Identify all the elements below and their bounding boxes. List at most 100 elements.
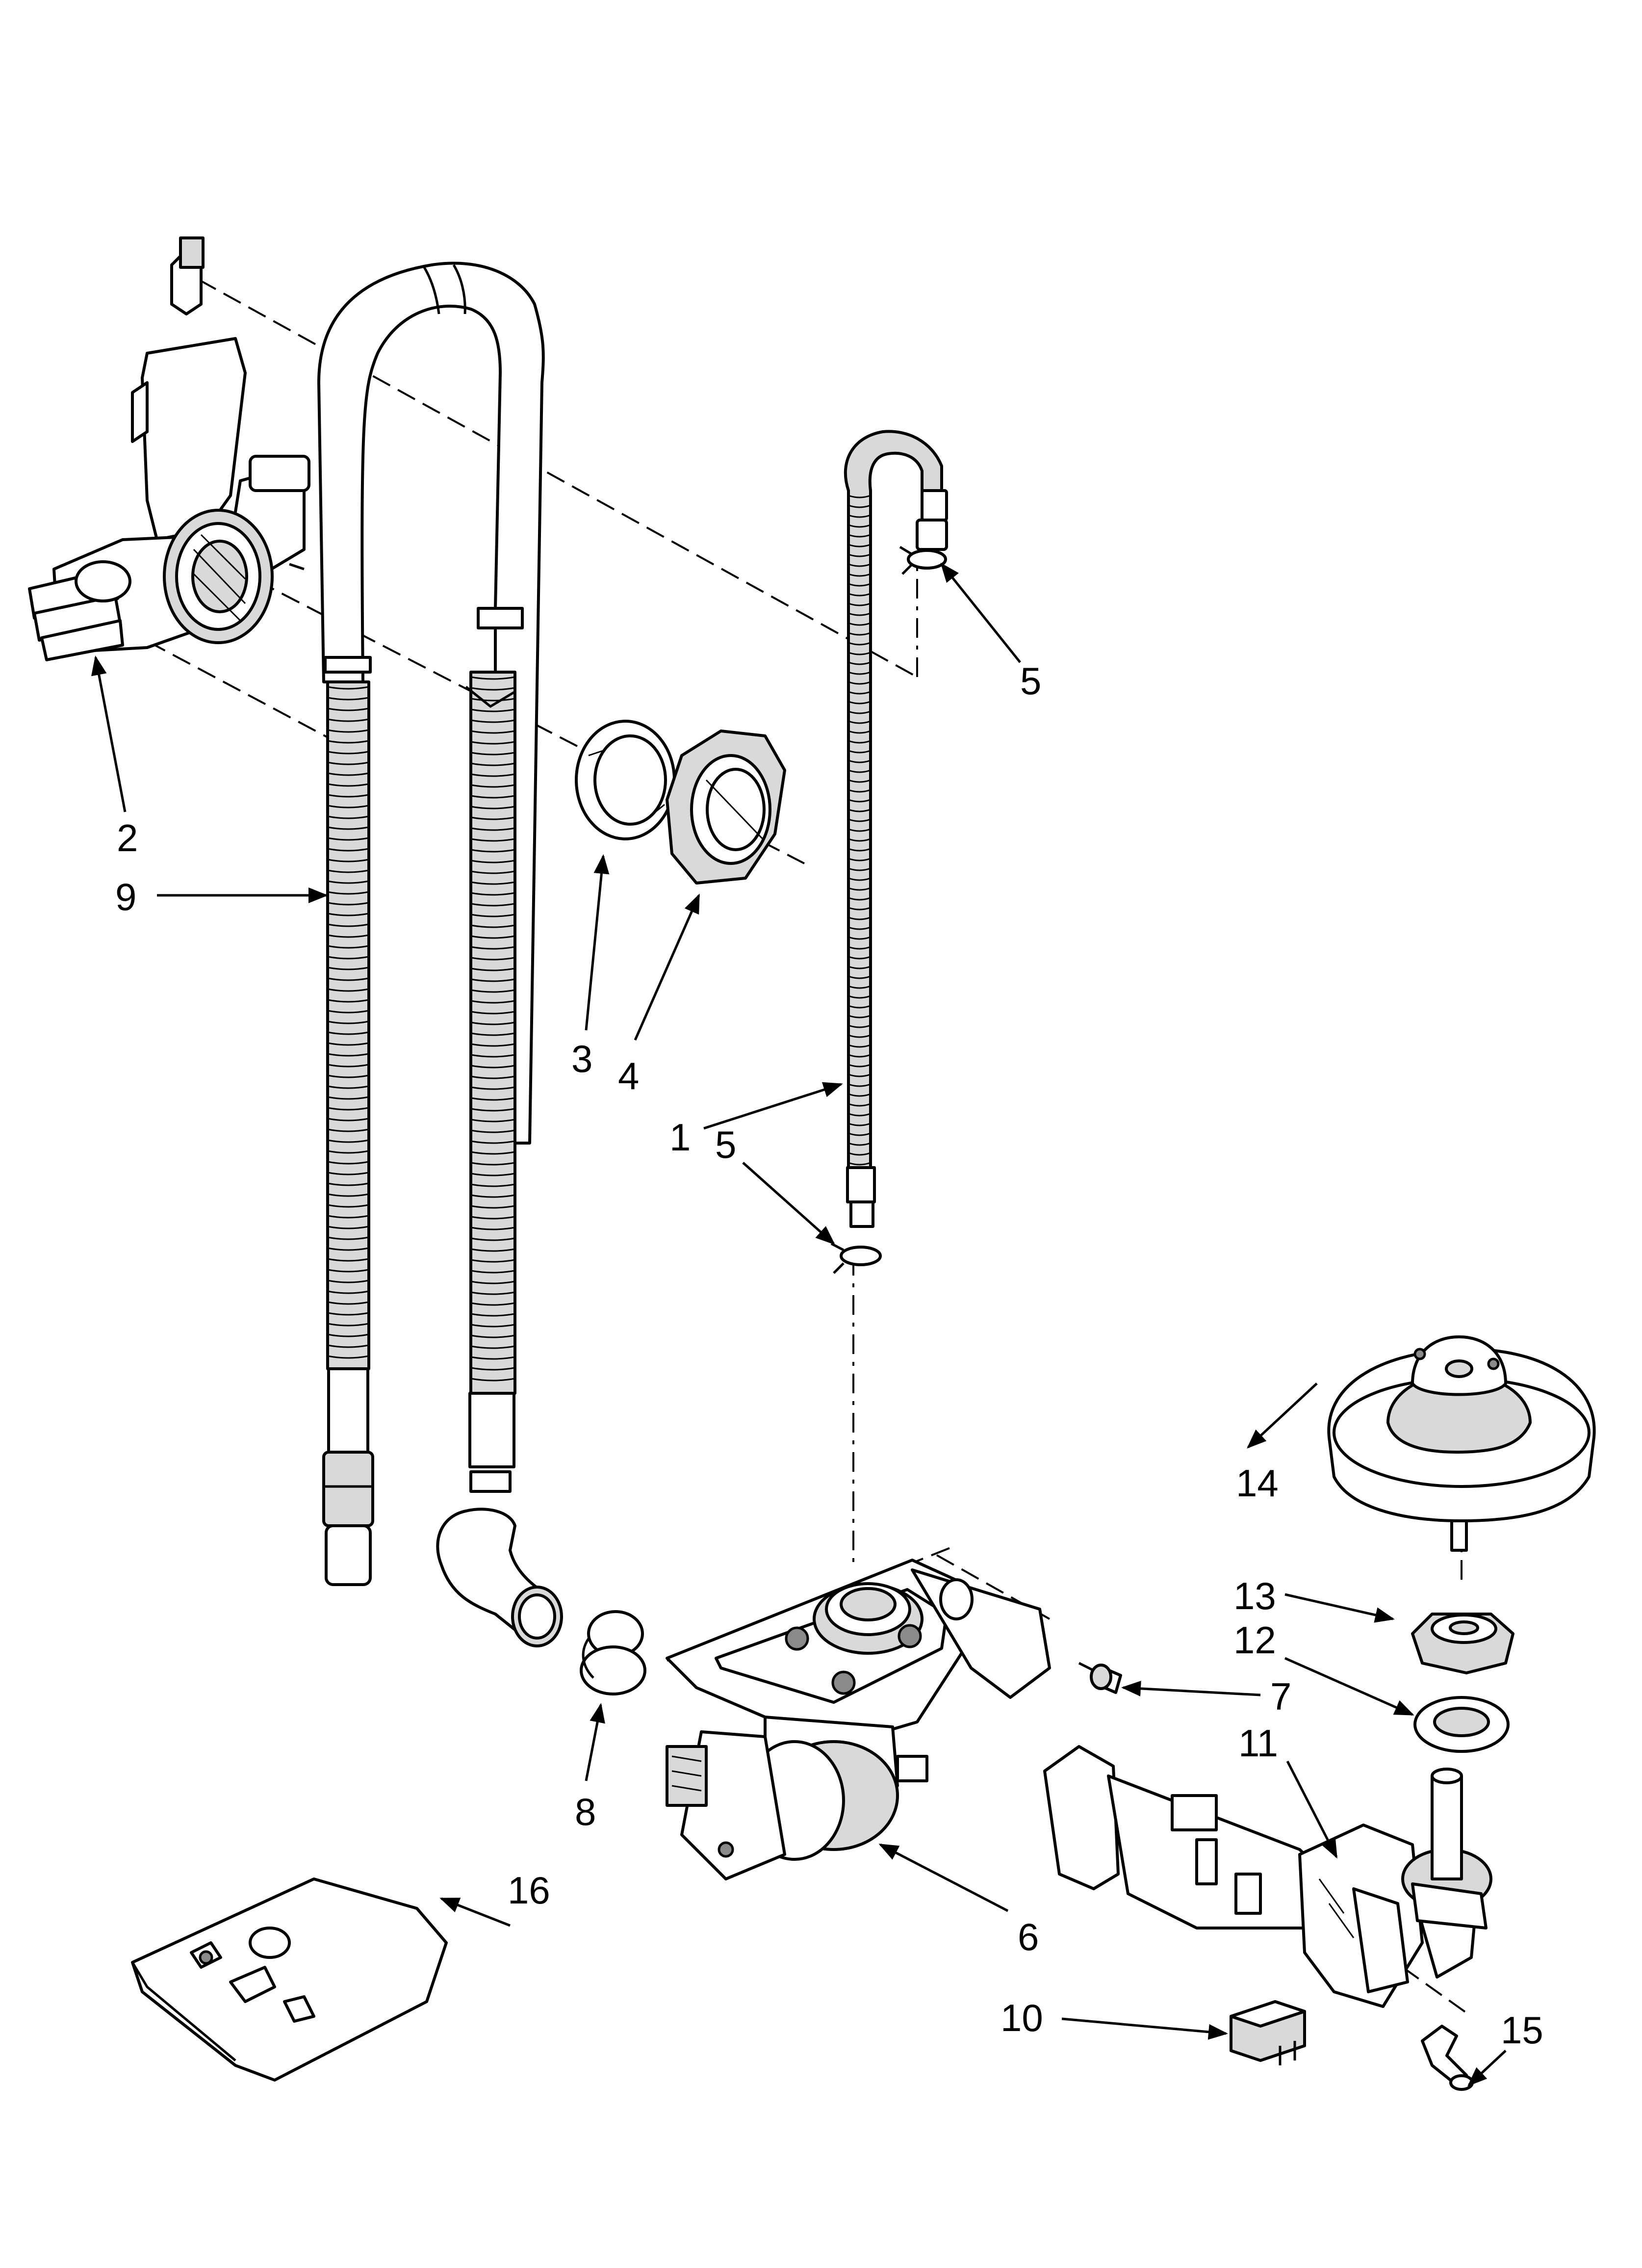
hose-rib [470, 881, 515, 885]
hose-rib [470, 762, 515, 766]
hose-rib [470, 1000, 515, 1004]
hose-rib [327, 740, 369, 744]
hose-rib [848, 553, 871, 557]
hose-rib [327, 977, 369, 981]
hose-rib [848, 1083, 871, 1087]
hose-rib [327, 783, 369, 787]
hose-rib [848, 681, 871, 685]
hose-rib [327, 1323, 369, 1327]
hose-rib [470, 1129, 515, 1133]
hose-rib [470, 870, 515, 874]
hose-rib [327, 869, 369, 873]
hose-rib [327, 697, 369, 701]
hose-rib [848, 691, 871, 695]
hose-rib [848, 652, 871, 655]
hose-rib [470, 719, 515, 723]
hose-rib [470, 1216, 515, 1220]
callout-2: 2 [117, 816, 138, 860]
hose-rib [848, 1005, 871, 1009]
callout-16: 16 [508, 1869, 550, 1912]
hose-rib [470, 1205, 515, 1209]
hose-rib [848, 730, 871, 734]
hose-rib [848, 1103, 871, 1107]
callout-7: 7 [1270, 1675, 1291, 1718]
hose-rib [848, 612, 871, 616]
clip-part [1421, 2025, 1474, 2091]
hardware-bag-part [131, 1877, 448, 2082]
hose-rib [470, 989, 515, 993]
hose-rib [327, 1161, 369, 1165]
hose-rib [848, 514, 871, 518]
hose-rib [470, 935, 515, 939]
hose-rib [848, 1064, 871, 1068]
callout-1: 1 [669, 1116, 691, 1159]
float-washer-part [1413, 1696, 1510, 1753]
hose-rib [848, 828, 871, 832]
hose-rib [848, 1152, 871, 1156]
hose-rib [848, 1034, 871, 1038]
hose-rib [470, 1270, 515, 1274]
hose-rib [470, 838, 515, 842]
hose-rib [470, 784, 515, 788]
hose-rib [327, 1247, 369, 1251]
float-nut-part [1411, 1613, 1514, 1674]
hose-rib [470, 773, 515, 777]
hose-rib [848, 887, 871, 891]
hose-rib [848, 769, 871, 773]
hose-rib [327, 912, 369, 916]
hose-rib [470, 1291, 515, 1295]
hose-rib [327, 1344, 369, 1348]
hose-rib [327, 1053, 369, 1057]
hose-rib [327, 761, 369, 765]
hose-rib [848, 1054, 871, 1058]
callout-14: 14 [1236, 1461, 1279, 1505]
hose-rib [470, 827, 515, 831]
hose-rib [327, 826, 369, 830]
hose-rib [327, 686, 369, 690]
hose-rib [470, 946, 515, 950]
hose-rib [470, 806, 515, 809]
hose-rib [470, 860, 515, 863]
hose-rib [470, 924, 515, 928]
hose-rib [327, 1312, 369, 1316]
hose-rib [848, 838, 871, 842]
hose-rib [470, 892, 515, 896]
hose-rib [470, 1194, 515, 1198]
hose-rib [470, 913, 515, 917]
callout-3: 3 [571, 1037, 592, 1080]
hose-rib [848, 907, 871, 911]
hose-rib [327, 1139, 369, 1143]
hose-rib [470, 1119, 515, 1122]
hose-rib [470, 1108, 515, 1112]
hose-rib [848, 583, 871, 587]
hose-rib [327, 966, 369, 970]
hose-rib [848, 1093, 871, 1097]
hose-rib [848, 956, 871, 960]
hose-rib [327, 1150, 369, 1154]
hose-rib [848, 1113, 871, 1117]
hose-rib [848, 1162, 871, 1166]
hose-rib [848, 593, 871, 597]
callout-9: 9 [115, 875, 136, 918]
hose-rib [327, 999, 369, 1003]
hose-rib [470, 1280, 515, 1284]
hose-rib [848, 701, 871, 704]
hose-rib [327, 1172, 369, 1175]
hose-rib [470, 978, 515, 982]
hose-rib [327, 848, 369, 852]
hose-rib [848, 808, 871, 812]
hose-rib [848, 573, 871, 577]
hose-rib [848, 1024, 871, 1028]
hose-rib [848, 720, 871, 724]
hose-rib [327, 794, 369, 798]
hose-rib [327, 1193, 369, 1197]
spring-clamp-part [580, 1610, 646, 1695]
hose-rib [327, 880, 369, 884]
callout-8: 8 [575, 1790, 596, 1833]
hose-rib [848, 1073, 871, 1077]
hose-rib [848, 710, 871, 714]
float-switch-bracket-part [1043, 1745, 1492, 2008]
callout-13: 13 [1233, 1574, 1276, 1617]
hose-rib [470, 1378, 515, 1382]
hose-rib [327, 1290, 369, 1294]
